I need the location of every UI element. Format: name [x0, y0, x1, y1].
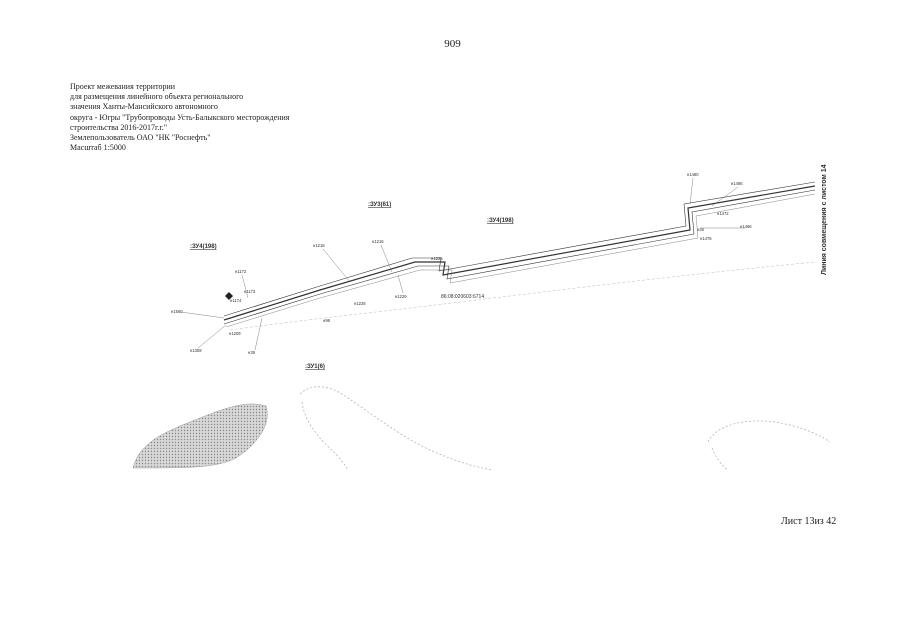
point-label: н1472	[717, 211, 729, 216]
point-label: н26	[697, 227, 705, 232]
contour-line	[299, 386, 493, 471]
zone-label: :ЗУ4(198)	[190, 244, 217, 250]
page-number: 909	[444, 38, 461, 50]
point-label: н1173	[244, 289, 256, 294]
title-line: строительства 2016-2017г.г."	[70, 122, 168, 132]
point-label: н1486	[731, 181, 743, 186]
boundary-line	[229, 261, 816, 331]
point-label: н1209	[229, 331, 241, 336]
point-label: н1216	[372, 239, 384, 244]
point-label: н1172	[235, 269, 247, 274]
point-label: н98	[323, 318, 331, 323]
title-line: округа - Югры "Трубопроводы Усть-Балыкск…	[70, 112, 290, 122]
hatched-area	[132, 403, 268, 469]
point-label: н1476	[700, 236, 712, 241]
point-label: н1480	[687, 172, 699, 177]
title-line: Землепользователь ОАО "НК "Роснефть"	[70, 133, 211, 143]
point-label: н1174	[230, 298, 242, 303]
title-block: Проект межевания территории для размещен…	[70, 82, 289, 153]
point-label: н1226	[354, 301, 366, 306]
point-label: н1229	[395, 294, 407, 299]
zone-label: :ЗУ4(198)	[487, 218, 514, 224]
side-label: Линия совмещения с листом 14	[821, 164, 828, 275]
title-line: значения Ханты-Мансийского автономного	[70, 102, 218, 112]
contour-line	[707, 420, 831, 443]
leader-lines	[180, 177, 745, 351]
point-label: н1225	[431, 256, 443, 261]
zone-label: :ЗУ1(6)	[305, 364, 325, 370]
point-label: н1218	[313, 243, 325, 248]
cadastral-number: 86:08:020603:6714	[441, 294, 484, 300]
contour-line	[711, 447, 729, 471]
marker-icon	[225, 292, 233, 300]
sheet-label: Лист 13из 42	[781, 516, 837, 527]
contour-line	[301, 401, 349, 471]
pipeline-corridor	[223, 181, 816, 328]
point-label: н39	[248, 350, 256, 355]
point-label: н1560	[171, 309, 183, 314]
scale-line: Масштаб 1:5000	[70, 143, 126, 153]
title-line: Проект межевания территории	[70, 82, 176, 91]
title-line: для размещения линейного объекта региона…	[70, 92, 244, 102]
point-label: н1359	[190, 348, 202, 353]
zone-label: :ЗУ3(61)	[368, 202, 391, 208]
point-label: н1466	[740, 224, 752, 229]
